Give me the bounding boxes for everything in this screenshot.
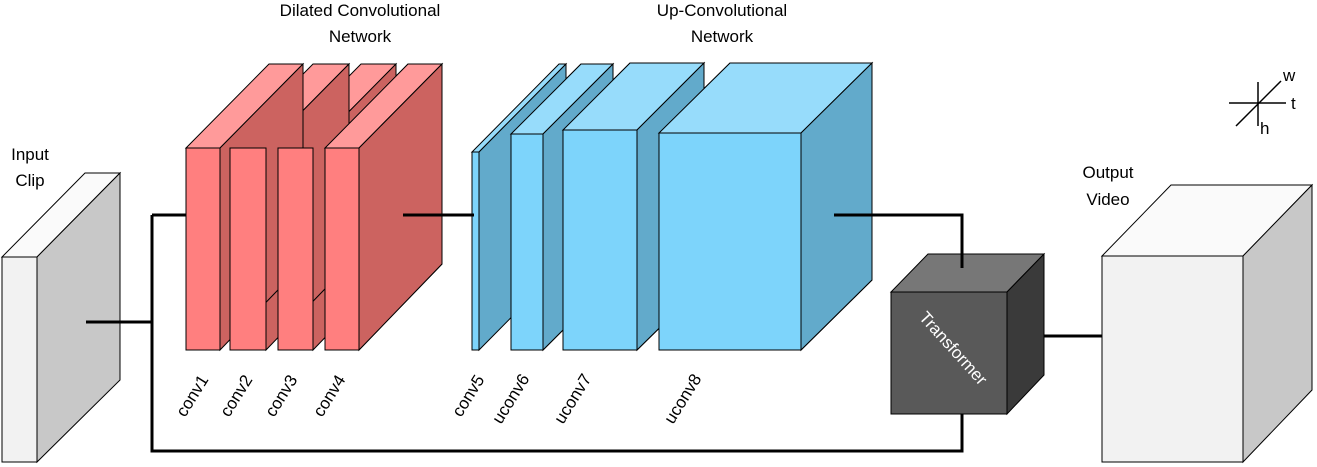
uconv7-label: uconv7 [550,371,595,428]
upconv-network-title-line2: Network [691,27,754,46]
axis-w-label: w [1282,66,1296,85]
conv1-front [185,147,221,351]
output-video-front [1101,255,1244,463]
output-video-label-line1: Output [1082,163,1133,182]
transformer-block [889,252,1046,416]
axis-t-label: t [1291,94,1296,113]
input-clip-front [1,256,38,463]
conv5-front [471,151,480,351]
conv1-label: conv1 [172,372,212,421]
conv4-overlay [323,62,444,352]
dilated-network-title-line2: Network [329,27,392,46]
uconv8-label: uconv8 [660,371,705,428]
conv2-overlay [229,147,267,351]
conv3-overlay [277,147,314,351]
output-video-block [1100,183,1314,464]
transformer-front [890,291,1008,415]
axes-glyph [1229,80,1286,127]
output-video-label-line2: Video [1086,190,1129,209]
axis-h-label: h [1260,119,1269,138]
input-clip-label-line1: Input [11,145,49,164]
conv2-label: conv2 [216,372,256,421]
conv5-label: conv5 [448,372,488,421]
conv4-label: conv4 [309,372,349,421]
uconv6-label: uconv6 [488,371,533,428]
upconv-network-title-line1: Up-Convolutional [657,1,787,20]
conv3-label: conv3 [261,372,301,421]
uconv8-overlay [657,61,874,352]
dilated-network-title-line1: Dilated Convolutional [280,1,441,20]
input-clip-block [0,171,122,464]
input-clip-label-line2: Clip [15,171,44,190]
